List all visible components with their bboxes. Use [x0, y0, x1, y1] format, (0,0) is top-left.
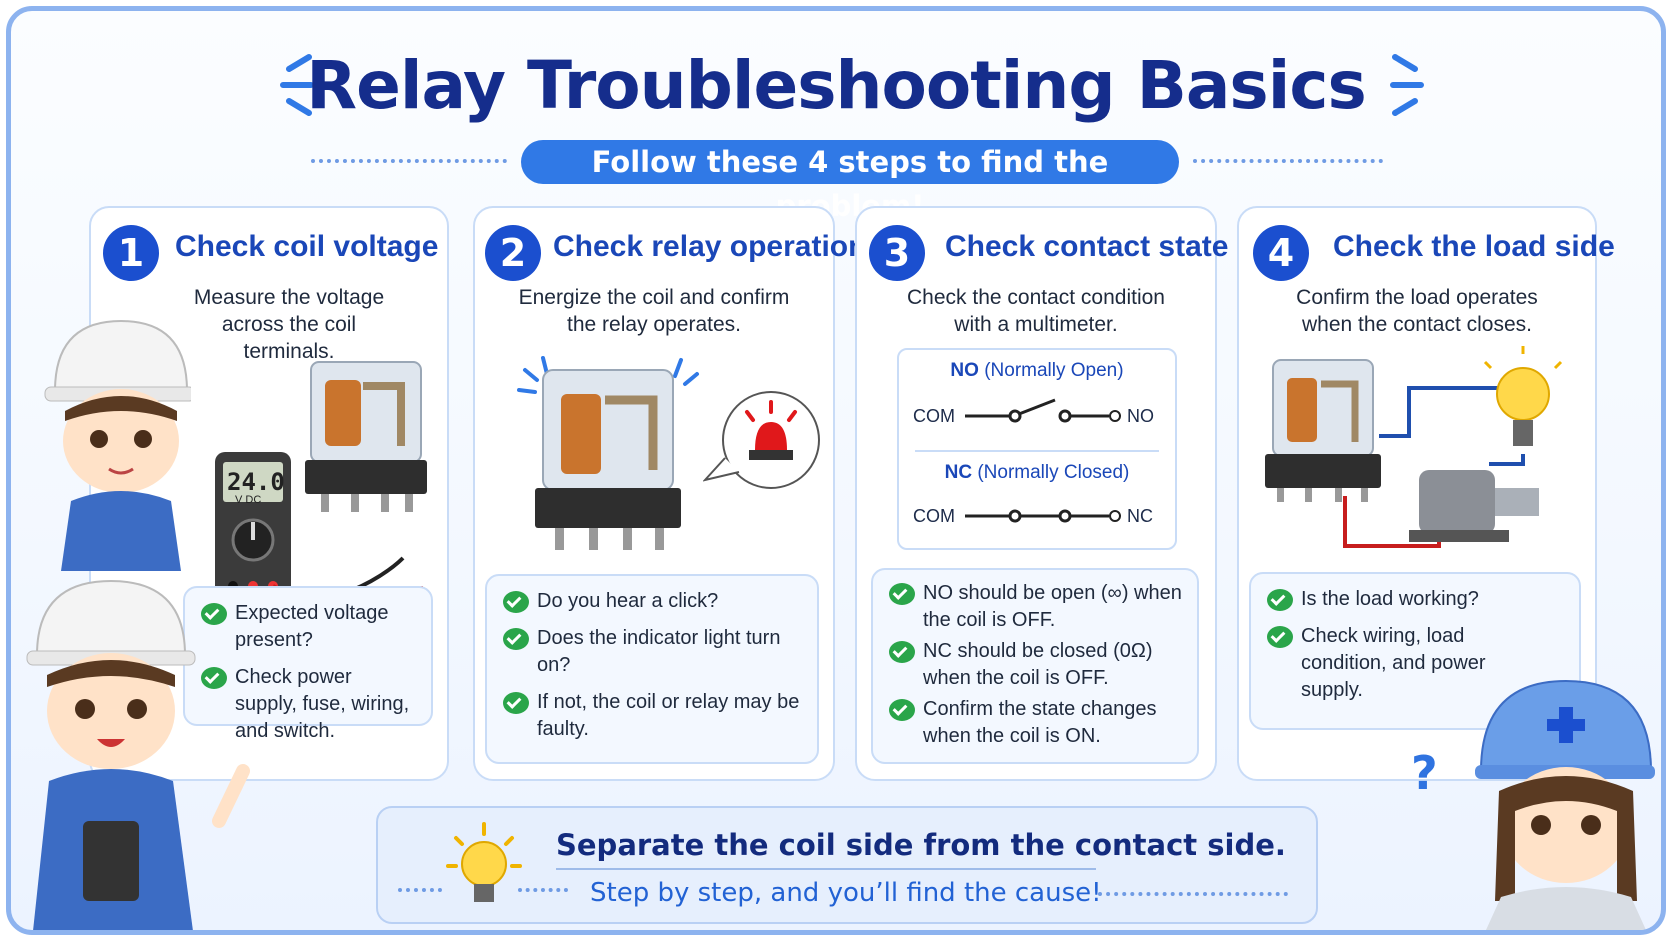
checklist: Is the load working? Check wiring, load …: [1249, 572, 1581, 730]
check-item: Is the load working?: [1267, 586, 1567, 613]
footer-underline: [556, 868, 1096, 870]
checklist: Do you hear a click? Does the indicator …: [485, 574, 819, 764]
step-card-2: 2 Check relay operation Energize the coi…: [473, 206, 866, 781]
footer-headline: Separate the coil side from the contact …: [556, 828, 1286, 862]
check-icon: [201, 667, 227, 689]
question-mark-icon: ?: [1411, 746, 1438, 800]
check-item: NC should be closed (0Ω) when the coil i…: [889, 638, 1185, 692]
diagram-divider: [915, 450, 1159, 452]
footer-dots-left: [398, 888, 442, 892]
check-item: Check power supply, fuse, wiring, and sw…: [201, 664, 419, 745]
step-title: Check contact state: [945, 230, 1229, 263]
divider-left: [311, 159, 507, 165]
footer-dots-right: [1098, 892, 1288, 896]
relay-icon: [305, 361, 427, 512]
check-item: Do you hear a click?: [503, 588, 805, 615]
step-title: Check relay operation: [553, 230, 867, 263]
step-number-badge: 3: [869, 225, 925, 281]
meter-reading: 24.0: [227, 468, 285, 496]
contact-diagram: NO (Normally Open) COM NO NC (Normally C…: [897, 348, 1177, 550]
step-card-1: 1 Check coil voltage Measure the voltage…: [89, 206, 449, 781]
infographic-frame: Relay Troubleshooting Basics Follow thes…: [6, 6, 1666, 935]
spark-left-icon: [280, 54, 314, 116]
step-description: Confirm the load operates when the conta…: [1296, 286, 1538, 336]
step-card-3: 3 Check contact state Check the contact …: [855, 206, 1228, 781]
check-item: NO should be open (∞) when the coil is O…: [889, 580, 1185, 634]
check-icon: [1267, 626, 1293, 648]
check-item: Expected voltage present?: [201, 600, 419, 654]
check-item: Does the indicator light turn on?: [503, 625, 805, 679]
step-number-badge: 4: [1253, 225, 1309, 281]
page-title: Relay Troubleshooting Basics: [306, 47, 1367, 124]
check-item: Check wiring, load condition, and power …: [1267, 623, 1567, 704]
worker-character-2-icon: [26, 579, 250, 930]
check-icon: [889, 699, 915, 721]
checklist: NO should be open (∞) when the coil is O…: [871, 568, 1199, 764]
check-icon: [889, 583, 915, 605]
subtitle-banner: Follow these 4 steps to find the problem…: [521, 140, 1179, 223]
relay-load-circuit-icon: [1265, 346, 1563, 548]
meter-unit: V DC: [235, 494, 262, 506]
check-icon: [1267, 589, 1293, 611]
footer-subline: Step by step, and you’ll find the cause!: [590, 878, 1102, 908]
footer-dots-mid: [518, 888, 568, 892]
check-item: Confirm the state changes when the coil …: [889, 696, 1185, 750]
step-description: Check the contact condition with a multi…: [907, 286, 1165, 336]
no-title: NO (Normally Open): [950, 360, 1124, 381]
com-label: COM: [913, 506, 955, 526]
step-title: Check the load side: [1333, 230, 1615, 263]
footer-tip-box: Separate the coil side from the contact …: [376, 806, 1318, 924]
check-item: If not, the coil or relay may be faulty.: [503, 689, 805, 743]
step-description: Measure the voltage across the coil term…: [193, 286, 385, 363]
step-number-badge: 1: [103, 225, 159, 281]
check-icon: [201, 603, 227, 625]
nc-switch-diagram-icon: [965, 509, 1121, 523]
nc-terminal-label: NC: [1127, 506, 1153, 526]
engineer-character-icon: [1475, 679, 1655, 930]
check-icon: [503, 591, 529, 613]
check-icon: [503, 692, 529, 714]
check-icon: [503, 628, 529, 650]
step-title: Check coil voltage: [175, 230, 439, 263]
spark-right-icon: [1390, 54, 1424, 116]
light-bulb-icon: [446, 822, 522, 902]
check-icon: [889, 641, 915, 663]
relay-icon: [517, 356, 699, 550]
alarm-light-icon: [703, 391, 820, 489]
step-description: Energize the coil and confirm the relay …: [518, 286, 790, 336]
step-number-badge: 2: [485, 225, 541, 281]
nc-title: NC (Normally Closed): [944, 462, 1130, 483]
divider-right: [1193, 159, 1383, 165]
checklist: Expected voltage present? Check power su…: [183, 586, 433, 742]
no-terminal-label: NO: [1127, 406, 1154, 426]
worker-character-1-icon: [44, 319, 191, 571]
no-switch-diagram-icon: [965, 398, 1121, 423]
com-label: COM: [913, 406, 955, 426]
